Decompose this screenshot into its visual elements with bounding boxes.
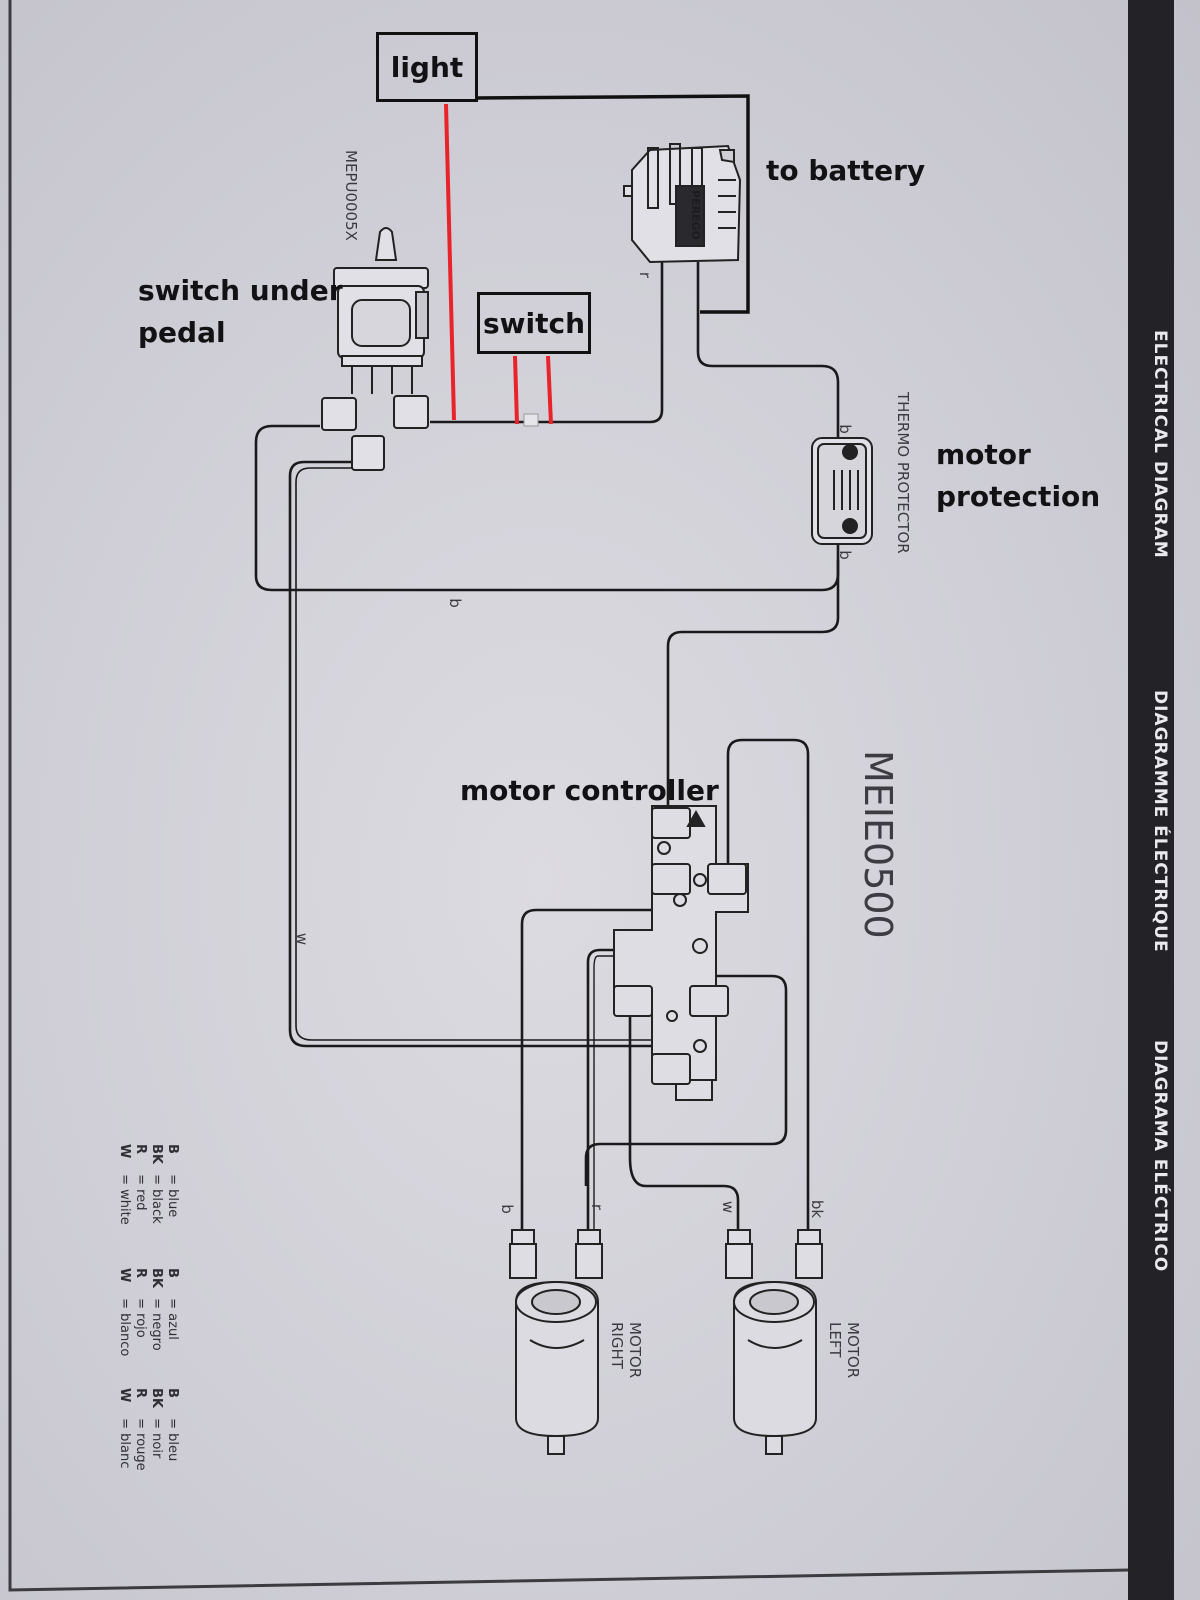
wire-w-left	[288, 460, 670, 1060]
light-label: light	[390, 50, 464, 84]
wire-w-motor-left	[628, 1000, 740, 1230]
legend-fr-r: R = rouge	[133, 1388, 148, 1471]
wire-letter-r-battery: r	[636, 271, 655, 279]
legend-fr-w: W = blanc	[117, 1388, 132, 1469]
paper-border	[8, 0, 1131, 1592]
title-french: DIAGRAMME ÉLECTRIQUE	[1150, 690, 1170, 953]
title-strip	[1128, 0, 1174, 1600]
legend-fr-b: B = bleu	[165, 1388, 180, 1462]
motor-left-label: MOTOR LEFT	[826, 1322, 862, 1378]
motor-left-line1: MOTOR	[844, 1322, 862, 1379]
legend-spanish: B = azul BK = negro R = rojo W = blanco	[116, 1268, 180, 1356]
switch-connector	[523, 413, 539, 427]
legend-en-r: R = red	[133, 1144, 148, 1211]
legend-french: B = bleu BK = noir R = rouge W = blanc	[116, 1388, 180, 1471]
to-battery-label: to battery	[766, 154, 926, 187]
light-label-box: light	[376, 32, 478, 102]
motor-controller-label: motor controller	[460, 774, 719, 807]
motor-right-line2: RIGHT	[608, 1322, 626, 1369]
switch-under-pedal-line1: switch under	[138, 274, 343, 307]
controller-model-label: MEIE0500	[856, 750, 900, 939]
switch-label: switch	[482, 306, 586, 340]
wire-bk-motor-left	[726, 738, 810, 1230]
motor-protection-line1: motor	[936, 438, 1031, 471]
legend-en-b: B = blue	[165, 1144, 180, 1218]
legend-fr-bk: BK = noir	[149, 1388, 164, 1459]
motor-right-label: MOTOR RIGHT	[608, 1322, 644, 1378]
wire-letter-bk-motor: bk	[808, 1199, 827, 1219]
wire-letter-w-motor: w	[719, 1200, 738, 1214]
pedal-part-number: MEPU0005X	[342, 150, 360, 241]
motor-spade-connectors	[509, 1229, 823, 1279]
wire-battery-r	[430, 262, 664, 424]
wire-letter-b-loop: b	[445, 598, 464, 608]
red-annotation-wires	[444, 103, 553, 425]
wire-loop-b	[254, 424, 840, 592]
switch-under-pedal-line2: pedal	[138, 316, 226, 349]
battery-connector	[623, 143, 742, 264]
title-english: ELECTRICAL DIAGRAM	[1150, 330, 1170, 559]
legend-es-b: B = azul	[165, 1268, 180, 1340]
motor-left	[733, 1280, 817, 1455]
wire-letter-b-motor: b	[497, 1204, 516, 1214]
legend-es-bk: BK = negro	[149, 1268, 164, 1351]
wire-letter-r-motor: r	[588, 1203, 607, 1211]
motor-right-line1: MOTOR	[626, 1322, 644, 1379]
motor-controller-board	[613, 805, 749, 1101]
pedal-switch	[321, 227, 429, 471]
legend-es-w: W = blanco	[117, 1268, 132, 1357]
wire-battery-b	[696, 262, 840, 440]
battery-brand-label: PEREGO	[689, 190, 702, 240]
wire-letter-b-thermo-bottom: b	[835, 550, 854, 560]
wire-thermo-controller	[666, 560, 840, 812]
wire-b-motor-right	[520, 898, 682, 1230]
thermo-protector	[811, 437, 873, 545]
switch-label-box: switch	[477, 292, 591, 354]
legend-en-bk: BK = black	[149, 1144, 164, 1224]
thermo-protector-label: THERMO PROTECTOR	[894, 392, 912, 554]
legend-english: B = blue BK = black R = red W = white	[116, 1144, 180, 1225]
motor-protection-line2: protection	[936, 480, 1101, 513]
legend-en-w: W = white	[117, 1144, 132, 1225]
motor-left-line2: LEFT	[826, 1322, 844, 1358]
wire-letter-w-left: w	[293, 932, 312, 946]
wire-letter-b-thermo-top: b	[835, 424, 854, 434]
annotation-wire-light-battery	[475, 94, 750, 314]
motor-right	[515, 1280, 599, 1455]
title-spanish: DIAGRAMA ELÉCTRICO	[1150, 1040, 1170, 1273]
wires	[254, 262, 840, 1230]
legend-es-r: R = rojo	[133, 1268, 148, 1338]
